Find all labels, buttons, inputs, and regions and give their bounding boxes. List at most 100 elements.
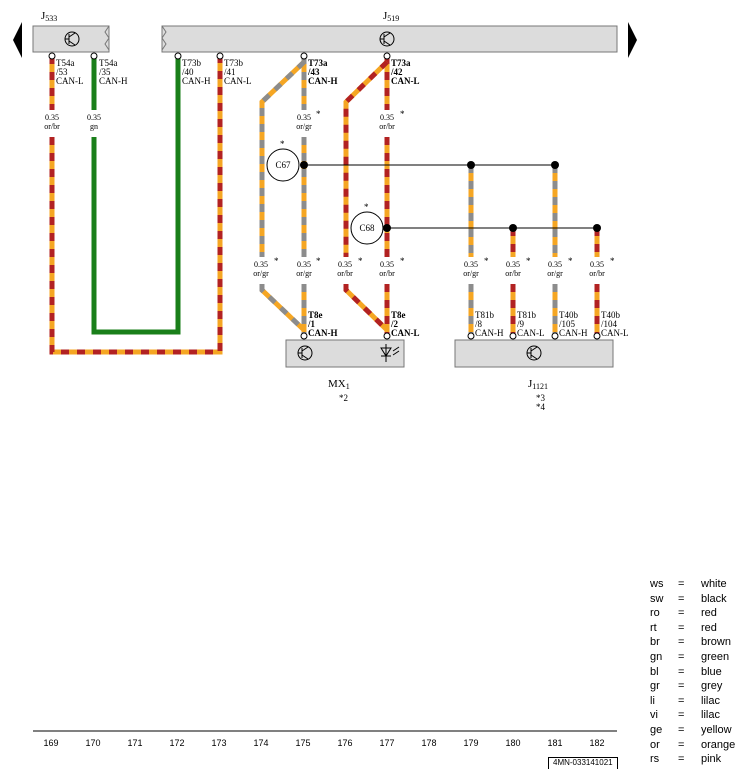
- j519-label: J519: [383, 10, 400, 23]
- scroll-right-arrow-icon[interactable]: [628, 22, 637, 58]
- wire-can-l-176-stripe: [343, 60, 389, 332]
- legend-eq: =: [678, 709, 685, 722]
- wire-can-h-j533-j519: [91, 56, 181, 335]
- legend-row: vi=lilac: [650, 708, 735, 723]
- legend-eq: =: [678, 592, 685, 605]
- j533-label: J533: [41, 10, 58, 23]
- mx1-led-icon: [380, 344, 400, 362]
- column-number: 179: [463, 738, 479, 748]
- legend-eq: =: [678, 694, 685, 707]
- column-number: 176: [337, 738, 353, 748]
- legend-ab: bl: [650, 665, 659, 678]
- splice-dots: [300, 161, 601, 232]
- legend-ab: ge: [650, 723, 663, 736]
- column-number: 180: [505, 738, 521, 748]
- legend-eq: =: [678, 738, 685, 751]
- j519-housing: [161, 25, 618, 53]
- legend-name: green: [701, 650, 730, 663]
- pin-terminal: [467, 332, 475, 340]
- legend-ab: or: [650, 738, 660, 751]
- j1121-housing: [454, 339, 614, 368]
- asterisk-175: *: [316, 256, 321, 266]
- legend-ab: br: [650, 636, 660, 649]
- legend-ab: gr: [650, 680, 660, 693]
- legend-eq: =: [678, 723, 685, 736]
- legend-row: rt=red: [650, 621, 735, 636]
- j1121-transistor-icon: [526, 345, 542, 361]
- pin-terminal: [48, 52, 56, 60]
- pin-terminal: [383, 332, 391, 340]
- legend-ab: li: [650, 694, 655, 707]
- legend-ab: ws: [650, 578, 664, 590]
- pin-terminal: [551, 332, 559, 340]
- legend-row: sw=black: [650, 592, 735, 607]
- asterisk-177: *: [400, 256, 405, 266]
- pin-terminal: [509, 332, 517, 340]
- j1121-label: J1121: [528, 378, 548, 391]
- pin-terminal: [174, 52, 182, 60]
- legend-name: grey: [701, 680, 723, 693]
- legend-row: ro=red: [650, 606, 735, 621]
- asterisk-182: *: [610, 256, 615, 266]
- asterisk-c67: *: [280, 139, 285, 149]
- c67-junction-circle: [266, 148, 300, 182]
- legend-name: blue: [701, 665, 722, 678]
- scroll-left-arrow-icon[interactable]: [13, 22, 22, 58]
- j519-break: [161, 25, 167, 51]
- legend-name: pink: [701, 753, 722, 766]
- c68-label: C68: [359, 223, 375, 233]
- j1121-note-4: *4: [536, 402, 545, 412]
- column-number: 170: [85, 738, 101, 748]
- legend-row: ge=yellow: [650, 723, 735, 738]
- legend-row: gn=green: [650, 650, 735, 665]
- reference-code: 4MN-033141021: [548, 757, 618, 769]
- asterisk-c68: *: [364, 202, 369, 212]
- j519-transistor-icon: [379, 31, 395, 47]
- legend-row: or = orange: [650, 738, 735, 753]
- asterisk-181: *: [568, 256, 573, 266]
- mx1-transistor-icon: [297, 345, 313, 361]
- j1121-note-3: *3: [536, 393, 545, 403]
- column-number: 169: [43, 738, 59, 748]
- legend-name: orange: [701, 738, 736, 751]
- legend-ab: rs: [650, 753, 660, 766]
- legend-eq: =: [678, 680, 685, 693]
- wire-can-l-j533-j519-stripe: [49, 56, 223, 355]
- asterisk-180: *: [526, 256, 531, 266]
- column-number: 182: [589, 738, 605, 748]
- j533-housing: [32, 25, 110, 53]
- legend-name: red: [701, 621, 717, 634]
- legend-row: bl=blue: [650, 665, 735, 680]
- legend-row: ws=white: [650, 577, 735, 592]
- column-number: 177: [379, 738, 395, 748]
- column-number: 171: [127, 738, 143, 748]
- wire-can-h-174-stripe: [259, 60, 306, 332]
- legend-name: white: [701, 578, 727, 590]
- legend-eq: =: [678, 650, 685, 663]
- legend-eq: =: [678, 621, 685, 634]
- c67-label: C67: [275, 160, 291, 170]
- wire-can-l-176: [343, 60, 389, 332]
- legend-name: red: [701, 607, 717, 620]
- legend-name: brown: [701, 636, 731, 649]
